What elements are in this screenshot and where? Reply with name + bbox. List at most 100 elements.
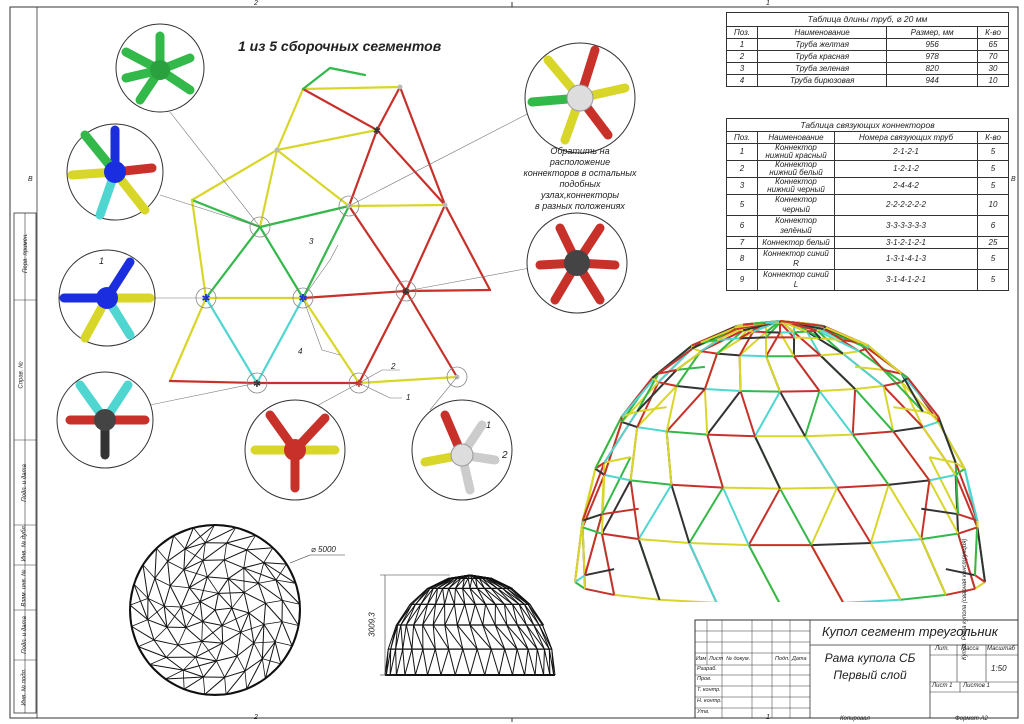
dome-strut (976, 527, 986, 583)
dome-strut (638, 538, 690, 545)
dome-strut (551, 649, 556, 676)
dome-strut (629, 426, 639, 481)
dome-strut (453, 604, 458, 626)
dome-strut (820, 352, 843, 357)
dome-strut (153, 639, 179, 646)
dome-strut (193, 527, 206, 543)
dome-strut (240, 612, 250, 633)
dome-strut (275, 579, 301, 605)
dome-strut (882, 369, 924, 413)
zone-marker: B (28, 176, 33, 183)
dome-strut (183, 569, 190, 588)
dome-strut (243, 562, 264, 569)
dome-strut (716, 329, 744, 355)
dome-strut (805, 331, 822, 356)
dome-strut (129, 605, 133, 627)
dome-strut (471, 578, 478, 589)
dome-strut (395, 648, 404, 676)
dome-strut (504, 648, 513, 676)
dome-strut (224, 655, 238, 678)
dome-strut (178, 640, 202, 646)
dome-strut (170, 585, 190, 589)
dome-strut (295, 583, 301, 605)
dome-strut (892, 430, 931, 482)
dome-strut (503, 604, 508, 626)
dome-strut (955, 467, 966, 476)
dome-strut (427, 588, 438, 605)
dome-strut (236, 655, 246, 672)
dome-strut (516, 624, 538, 650)
dome-strut (666, 430, 708, 436)
stamp-copied: Копировал (840, 716, 870, 722)
dome-strut (467, 574, 471, 579)
dome-strut (444, 604, 455, 626)
dome-strut (494, 604, 508, 626)
dome-strut (837, 483, 889, 489)
stamp-role: Пров. (697, 676, 712, 682)
dome-strut (435, 588, 444, 605)
dome-strut (887, 484, 923, 540)
dome-strut (202, 609, 216, 622)
dome-strut (945, 568, 976, 577)
dome-strut (793, 355, 821, 392)
dome-strut (637, 406, 667, 413)
dome-strut (173, 527, 194, 537)
dome-strut (202, 542, 206, 561)
dome-strut (636, 381, 660, 428)
dome-strut (739, 354, 767, 358)
dome-strut (469, 588, 476, 605)
dome-strut (867, 344, 903, 375)
dome-strut (165, 644, 179, 658)
dome-strut (456, 604, 466, 626)
note-line: подобных узлах,коннекторы (540, 179, 620, 200)
dome-strut (543, 649, 545, 676)
dome-strut (133, 583, 149, 599)
dome-strut (504, 604, 518, 626)
dome-strut (484, 588, 496, 605)
dome-strut (581, 527, 587, 589)
dome-strut (455, 578, 465, 589)
dome-strut (765, 321, 781, 339)
dome-strut (201, 621, 203, 642)
dome-strut (263, 603, 267, 625)
dome-strut (836, 487, 872, 544)
dome-strut (581, 468, 597, 521)
dome-strut (165, 678, 185, 690)
dome-strut (217, 578, 229, 594)
dome-strut (524, 649, 529, 676)
dome-strut (779, 486, 838, 490)
dome-strut (395, 649, 397, 676)
dome-strut (405, 604, 422, 626)
dome-strut (704, 388, 741, 392)
dome-strut (201, 625, 223, 642)
callout: 1 (99, 256, 105, 266)
dome-strut (286, 563, 297, 584)
dome-strut (922, 410, 939, 418)
dome-strut (954, 462, 960, 515)
dome-strut (440, 648, 450, 676)
dome-strut (779, 331, 795, 357)
dome-strut (404, 648, 413, 676)
dome-strut (228, 578, 259, 584)
dome-strut (779, 391, 806, 437)
dome-strut (676, 385, 705, 391)
table-cell: 10 (977, 74, 1009, 87)
diameter-dimension: ⌀ 5000 (311, 545, 336, 554)
dome-strut (689, 542, 749, 547)
dome-strut (389, 649, 392, 676)
table-row: 3 Коннектор нижний черный 2-4-4-2 5 (726, 177, 1009, 195)
dome-strut (167, 535, 175, 562)
dome-strut (464, 604, 471, 626)
dome-strut (263, 562, 296, 584)
dome-strut (188, 560, 204, 588)
svg-text:✱: ✱ (298, 293, 307, 305)
dome-strut (738, 331, 767, 357)
dome-strut (491, 577, 513, 589)
svg-text:✱: ✱ (355, 379, 363, 390)
dome-strut (264, 641, 276, 679)
dome-strut (974, 574, 986, 583)
dome-strut (804, 390, 821, 437)
dome-strut (390, 624, 398, 650)
zone-marker: 1 (766, 0, 770, 7)
